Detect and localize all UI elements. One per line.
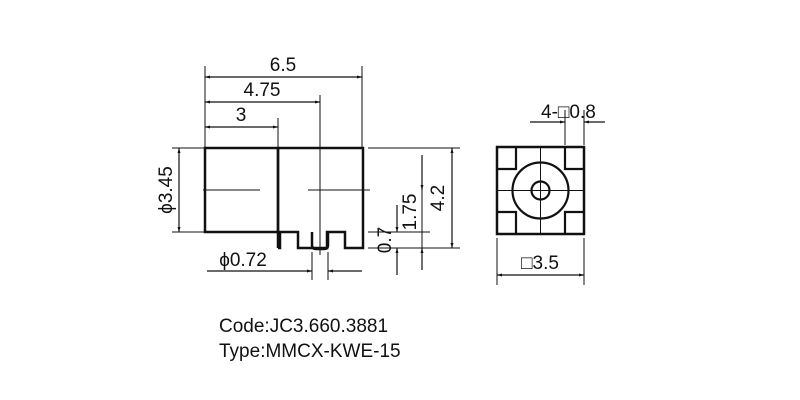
dim-diameter: ϕ3.45 xyxy=(156,166,177,214)
dim-body-length: 3 xyxy=(236,105,247,126)
dim-width: □3.5 xyxy=(521,253,559,274)
dim-pin-diameter: ϕ0.72 xyxy=(219,250,267,271)
dim-pin-height: 0.7 xyxy=(375,227,396,253)
dim-corner-pads: 4-□0.8 xyxy=(541,102,596,123)
dim-center-height: 1.75 xyxy=(400,194,421,231)
side-view xyxy=(172,66,460,280)
code-label: Code:JC3.660.3881 xyxy=(219,316,389,337)
dim-mid-length: 4.75 xyxy=(244,80,281,101)
type-label: Type:MMCX-KWE-15 xyxy=(219,341,401,362)
end-view xyxy=(495,110,605,285)
dim-total-height: 4.2 xyxy=(428,185,449,211)
dim-overall-length: 6.5 xyxy=(270,55,296,76)
